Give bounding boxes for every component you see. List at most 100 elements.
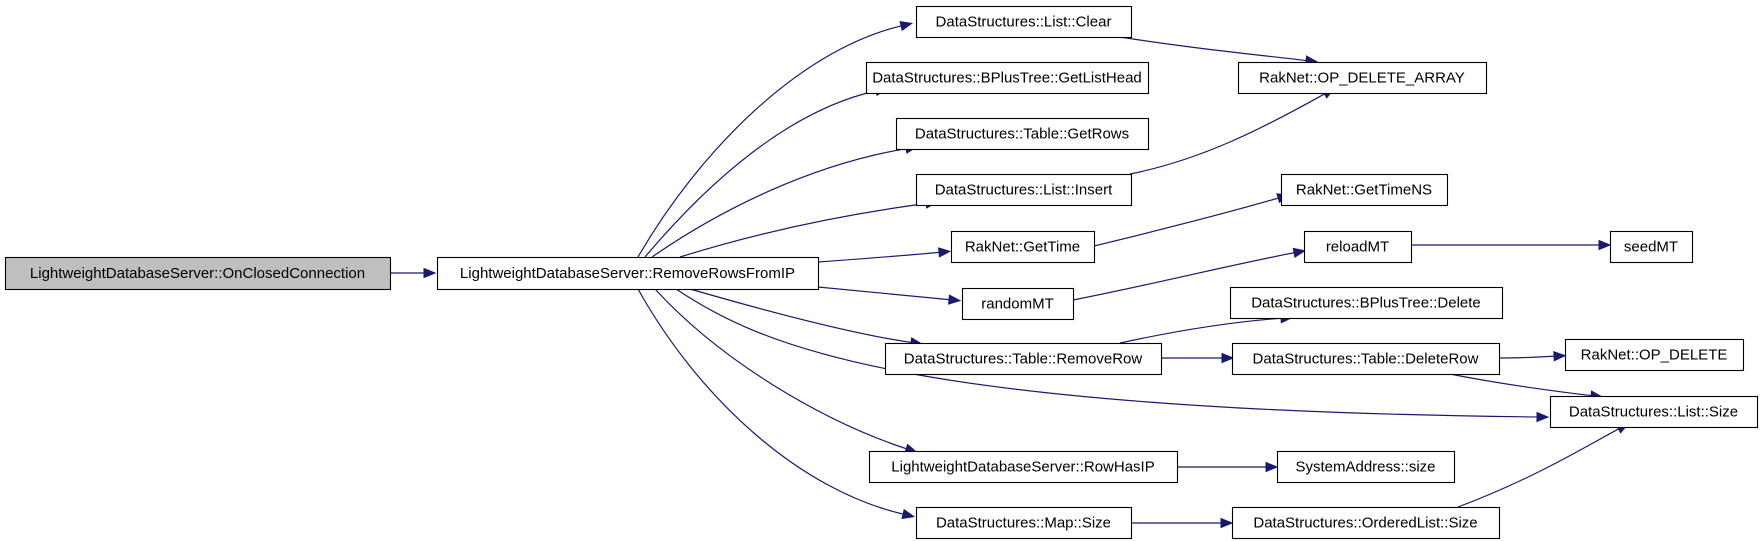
- edge-orderedlistsize-to-listsize: [1457, 423, 1630, 508]
- edge-line: [1449, 373, 1592, 397]
- node-getrows[interactable]: DataStructures::Table::GetRows: [895, 117, 1150, 151]
- node-box[interactable]: [915, 173, 1133, 207]
- node-deleterow[interactable]: DataStructures::Table::DeleteRow: [1231, 342, 1501, 376]
- node-label: LightweightDatabaseServer::RemoveRowsFro…: [460, 265, 795, 282]
- arrowhead-icon: [423, 267, 437, 279]
- node-removerows[interactable]: LightweightDatabaseServer::RemoveRowsFro…: [436, 256, 820, 291]
- node-listsize[interactable]: DataStructures::List::Size: [1549, 395, 1759, 429]
- node-box[interactable]: [1280, 173, 1449, 207]
- node-label: randomMT: [981, 296, 1054, 313]
- node-opdeletearray[interactable]: RakNet::OP_DELETE_ARRAY: [1237, 61, 1488, 95]
- arrowhead-icon: [1536, 411, 1550, 423]
- node-label: DataStructures::List::Clear: [936, 14, 1112, 31]
- node-label: DataStructures::BPlusTree::Delete: [1251, 295, 1481, 312]
- node-seedmt[interactable]: seedMT: [1609, 230, 1694, 264]
- edge-line: [1457, 428, 1619, 508]
- edge-line: [689, 288, 912, 344]
- node-box[interactable]: [884, 342, 1163, 376]
- node-box[interactable]: [1237, 61, 1488, 95]
- edge-line: [644, 90, 877, 258]
- edge-randommt-to-reloadmt: [1072, 247, 1307, 301]
- edge-removerows-to-randommt: [817, 286, 962, 305]
- node-bplusdelete[interactable]: DataStructures::BPlusTree::Delete: [1229, 286, 1504, 320]
- node-listclear[interactable]: DataStructures::List::Clear: [915, 5, 1133, 39]
- node-opdelete[interactable]: RakNet::OP_DELETE: [1564, 338, 1745, 372]
- node-box[interactable]: [1276, 450, 1456, 484]
- node-label: DataStructures::List::Insert: [935, 182, 1113, 199]
- arrowhead-icon: [1598, 239, 1612, 251]
- node-sysaddrsize[interactable]: SystemAddress::size: [1276, 450, 1456, 484]
- node-box[interactable]: [915, 506, 1133, 540]
- node-getlisthead[interactable]: DataStructures::BPlusTree::GetListHead: [865, 61, 1150, 95]
- node-box[interactable]: [950, 230, 1096, 264]
- node-label: DataStructures::Table::RemoveRow: [904, 351, 1143, 368]
- node-box[interactable]: [865, 61, 1150, 95]
- node-box[interactable]: [895, 117, 1150, 151]
- edge-onclosed-to-removerows: [390, 267, 437, 279]
- node-label: LightweightDatabaseServer::RowHasIP: [891, 459, 1154, 476]
- node-box[interactable]: [1564, 338, 1745, 372]
- node-label: DataStructures::BPlusTree::GetListHead: [872, 70, 1142, 87]
- node-onclosed[interactable]: LightweightDatabaseServer::OnClosedConne…: [4, 256, 392, 291]
- node-gettime[interactable]: RakNet::GetTime: [950, 230, 1096, 264]
- node-label: DataStructures::OrderedList::Size: [1253, 515, 1477, 532]
- edge-line: [1093, 197, 1279, 247]
- edge-mapsize-to-orderedlistsize: [1130, 517, 1234, 529]
- node-label: reloadMT: [1326, 239, 1389, 256]
- edge-removerows-to-gettime: [817, 247, 952, 263]
- node-label: seedMT: [1624, 239, 1678, 256]
- node-label: RakNet::OP_DELETE: [1581, 347, 1728, 364]
- node-box[interactable]: [4, 256, 392, 291]
- node-mapsize[interactable]: DataStructures::Map::Size: [915, 506, 1133, 540]
- node-box[interactable]: [868, 450, 1179, 484]
- node-box[interactable]: [961, 287, 1075, 321]
- node-rowhasip[interactable]: LightweightDatabaseServer::RowHasIP: [868, 450, 1179, 484]
- node-orderedlistsize[interactable]: DataStructures::OrderedList::Size: [1231, 506, 1501, 540]
- node-label: DataStructures::Table::GetRows: [915, 126, 1129, 143]
- node-box[interactable]: [1231, 506, 1501, 540]
- arrowhead-icon: [1265, 461, 1279, 473]
- node-listinsert[interactable]: DataStructures::List::Insert: [915, 173, 1133, 207]
- edge-removerows-to-listclear: [637, 20, 914, 258]
- node-randommt[interactable]: randomMT: [961, 287, 1075, 321]
- node-label: RakNet::GetTime: [965, 239, 1080, 256]
- node-label: DataStructures::List::Size: [1569, 404, 1738, 421]
- nodes-layer: LightweightDatabaseServer::OnClosedConne…: [4, 5, 1759, 540]
- edge-line: [1072, 252, 1295, 301]
- edge-line: [817, 251, 940, 263]
- node-label: LightweightDatabaseServer::OnClosedConne…: [30, 265, 365, 282]
- node-box[interactable]: [1303, 230, 1413, 264]
- edge-reloadmt-to-seedmt: [1411, 239, 1612, 251]
- arrowhead-icon: [1220, 517, 1234, 529]
- node-box[interactable]: [1231, 342, 1501, 376]
- node-reloadmt[interactable]: reloadMT: [1303, 230, 1413, 264]
- edges-layer: [390, 20, 1630, 529]
- edge-removerow-to-deleterow: [1161, 352, 1235, 364]
- edge-line: [1119, 317, 1282, 344]
- node-label: SystemAddress::size: [1295, 459, 1435, 476]
- node-box[interactable]: [915, 5, 1133, 39]
- edge-line: [817, 286, 950, 301]
- arrowhead-icon: [1221, 352, 1235, 364]
- node-gettimens[interactable]: RakNet::GetTimeNS: [1280, 173, 1449, 207]
- edge-removerows-to-listinsert: [679, 198, 939, 258]
- arrowhead-icon: [948, 294, 962, 305]
- node-box[interactable]: [1549, 395, 1759, 429]
- edge-line: [637, 25, 902, 258]
- node-removerow[interactable]: DataStructures::Table::RemoveRow: [884, 342, 1163, 376]
- edge-rowhasip-to-sysaddrsize: [1176, 461, 1279, 473]
- edge-removerows-to-getrows: [651, 143, 919, 258]
- node-box[interactable]: [436, 256, 820, 291]
- arrowhead-icon: [899, 20, 914, 32]
- node-box[interactable]: [1229, 286, 1504, 320]
- edge-listclear-to-opdeletearray: [1119, 36, 1319, 66]
- node-label: RakNet::GetTimeNS: [1296, 182, 1432, 199]
- edge-line: [637, 288, 904, 515]
- node-box[interactable]: [1609, 230, 1694, 264]
- edge-line: [651, 148, 907, 258]
- edge-line: [654, 288, 907, 450]
- arrowhead-icon: [1553, 351, 1567, 362]
- edge-line: [1498, 355, 1555, 359]
- edge-deleterow-to-opdelete: [1498, 351, 1567, 362]
